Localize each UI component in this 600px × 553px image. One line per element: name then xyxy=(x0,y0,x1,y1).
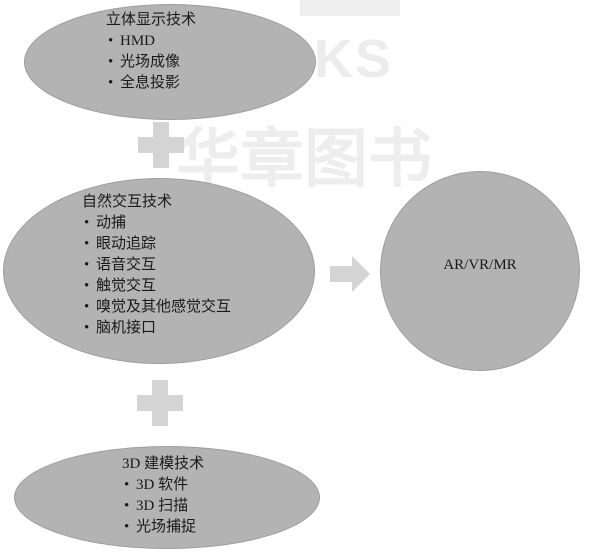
interaction-tech-list: 动捕 眼动追踪 语音交互 触觉交互 嗅觉及其他感觉交互 脑机接口 xyxy=(82,213,231,339)
target-label: AR/VR/MR xyxy=(443,257,517,273)
list-item: 3D 软件 xyxy=(122,475,204,496)
list-item: 光场成像 xyxy=(106,52,196,73)
plus-connector-bottom xyxy=(137,380,183,426)
list-item: HMD xyxy=(106,31,196,52)
list-item: 动捕 xyxy=(82,213,231,234)
list-item: 触觉交互 xyxy=(82,276,231,297)
watermark-bar xyxy=(300,0,400,16)
list-item: 光场捕捉 xyxy=(122,517,204,538)
list-item: 全息投影 xyxy=(106,73,196,94)
modeling-tech-node: 3D 建模技术 3D 软件 3D 扫描 光场捕捉 xyxy=(122,454,204,538)
target-circle xyxy=(380,171,580,371)
modeling-tech-list: 3D 软件 3D 扫描 光场捕捉 xyxy=(122,475,204,538)
plus-connector-top xyxy=(138,122,184,168)
list-item: 脑机接口 xyxy=(82,318,231,339)
display-tech-list: HMD 光场成像 全息投影 xyxy=(106,31,196,94)
list-item: 嗅觉及其他感觉交互 xyxy=(82,297,231,318)
interaction-tech-title: 自然交互技术 xyxy=(82,194,173,210)
arrow-right-icon xyxy=(330,256,370,292)
list-item: 语音交互 xyxy=(82,255,231,276)
list-item: 眼动追踪 xyxy=(82,234,231,255)
display-tech-node: 立体显示技术 HMD 光场成像 全息投影 xyxy=(106,10,196,94)
display-tech-title: 立体显示技术 xyxy=(106,12,197,28)
modeling-tech-title: 3D 建模技术 xyxy=(122,456,205,472)
interaction-tech-node: 自然交互技术 动捕 眼动追踪 语音交互 触觉交互 嗅觉及其他感觉交互 脑机接口 xyxy=(82,192,231,339)
list-item: 3D 扫描 xyxy=(122,496,204,517)
